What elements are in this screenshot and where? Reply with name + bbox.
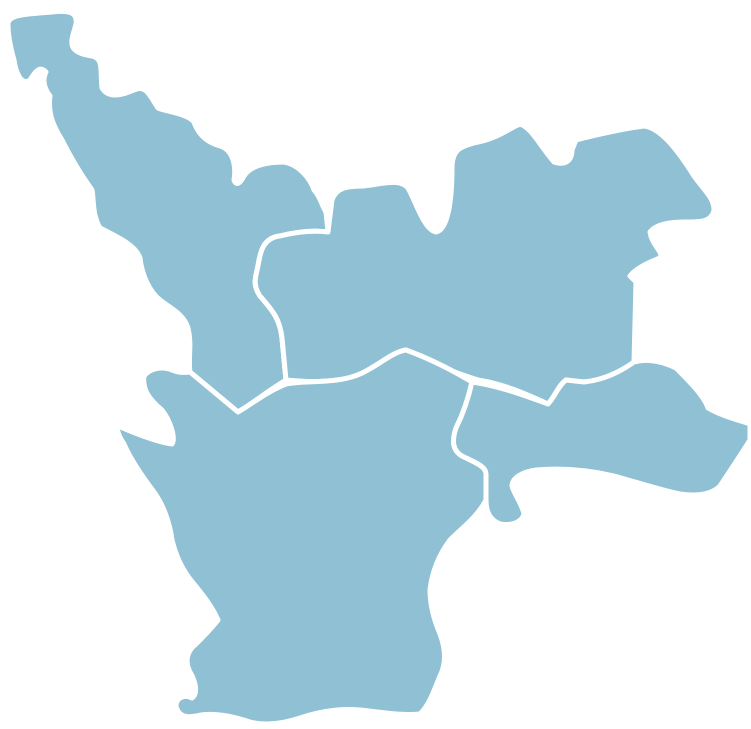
map-regions [5, 8, 751, 727]
map-region-northeast[interactable] [252, 121, 717, 407]
map-region-east[interactable] [451, 357, 751, 527]
map-region-south[interactable] [115, 347, 489, 727]
map-region-northwest[interactable] [5, 8, 331, 415]
